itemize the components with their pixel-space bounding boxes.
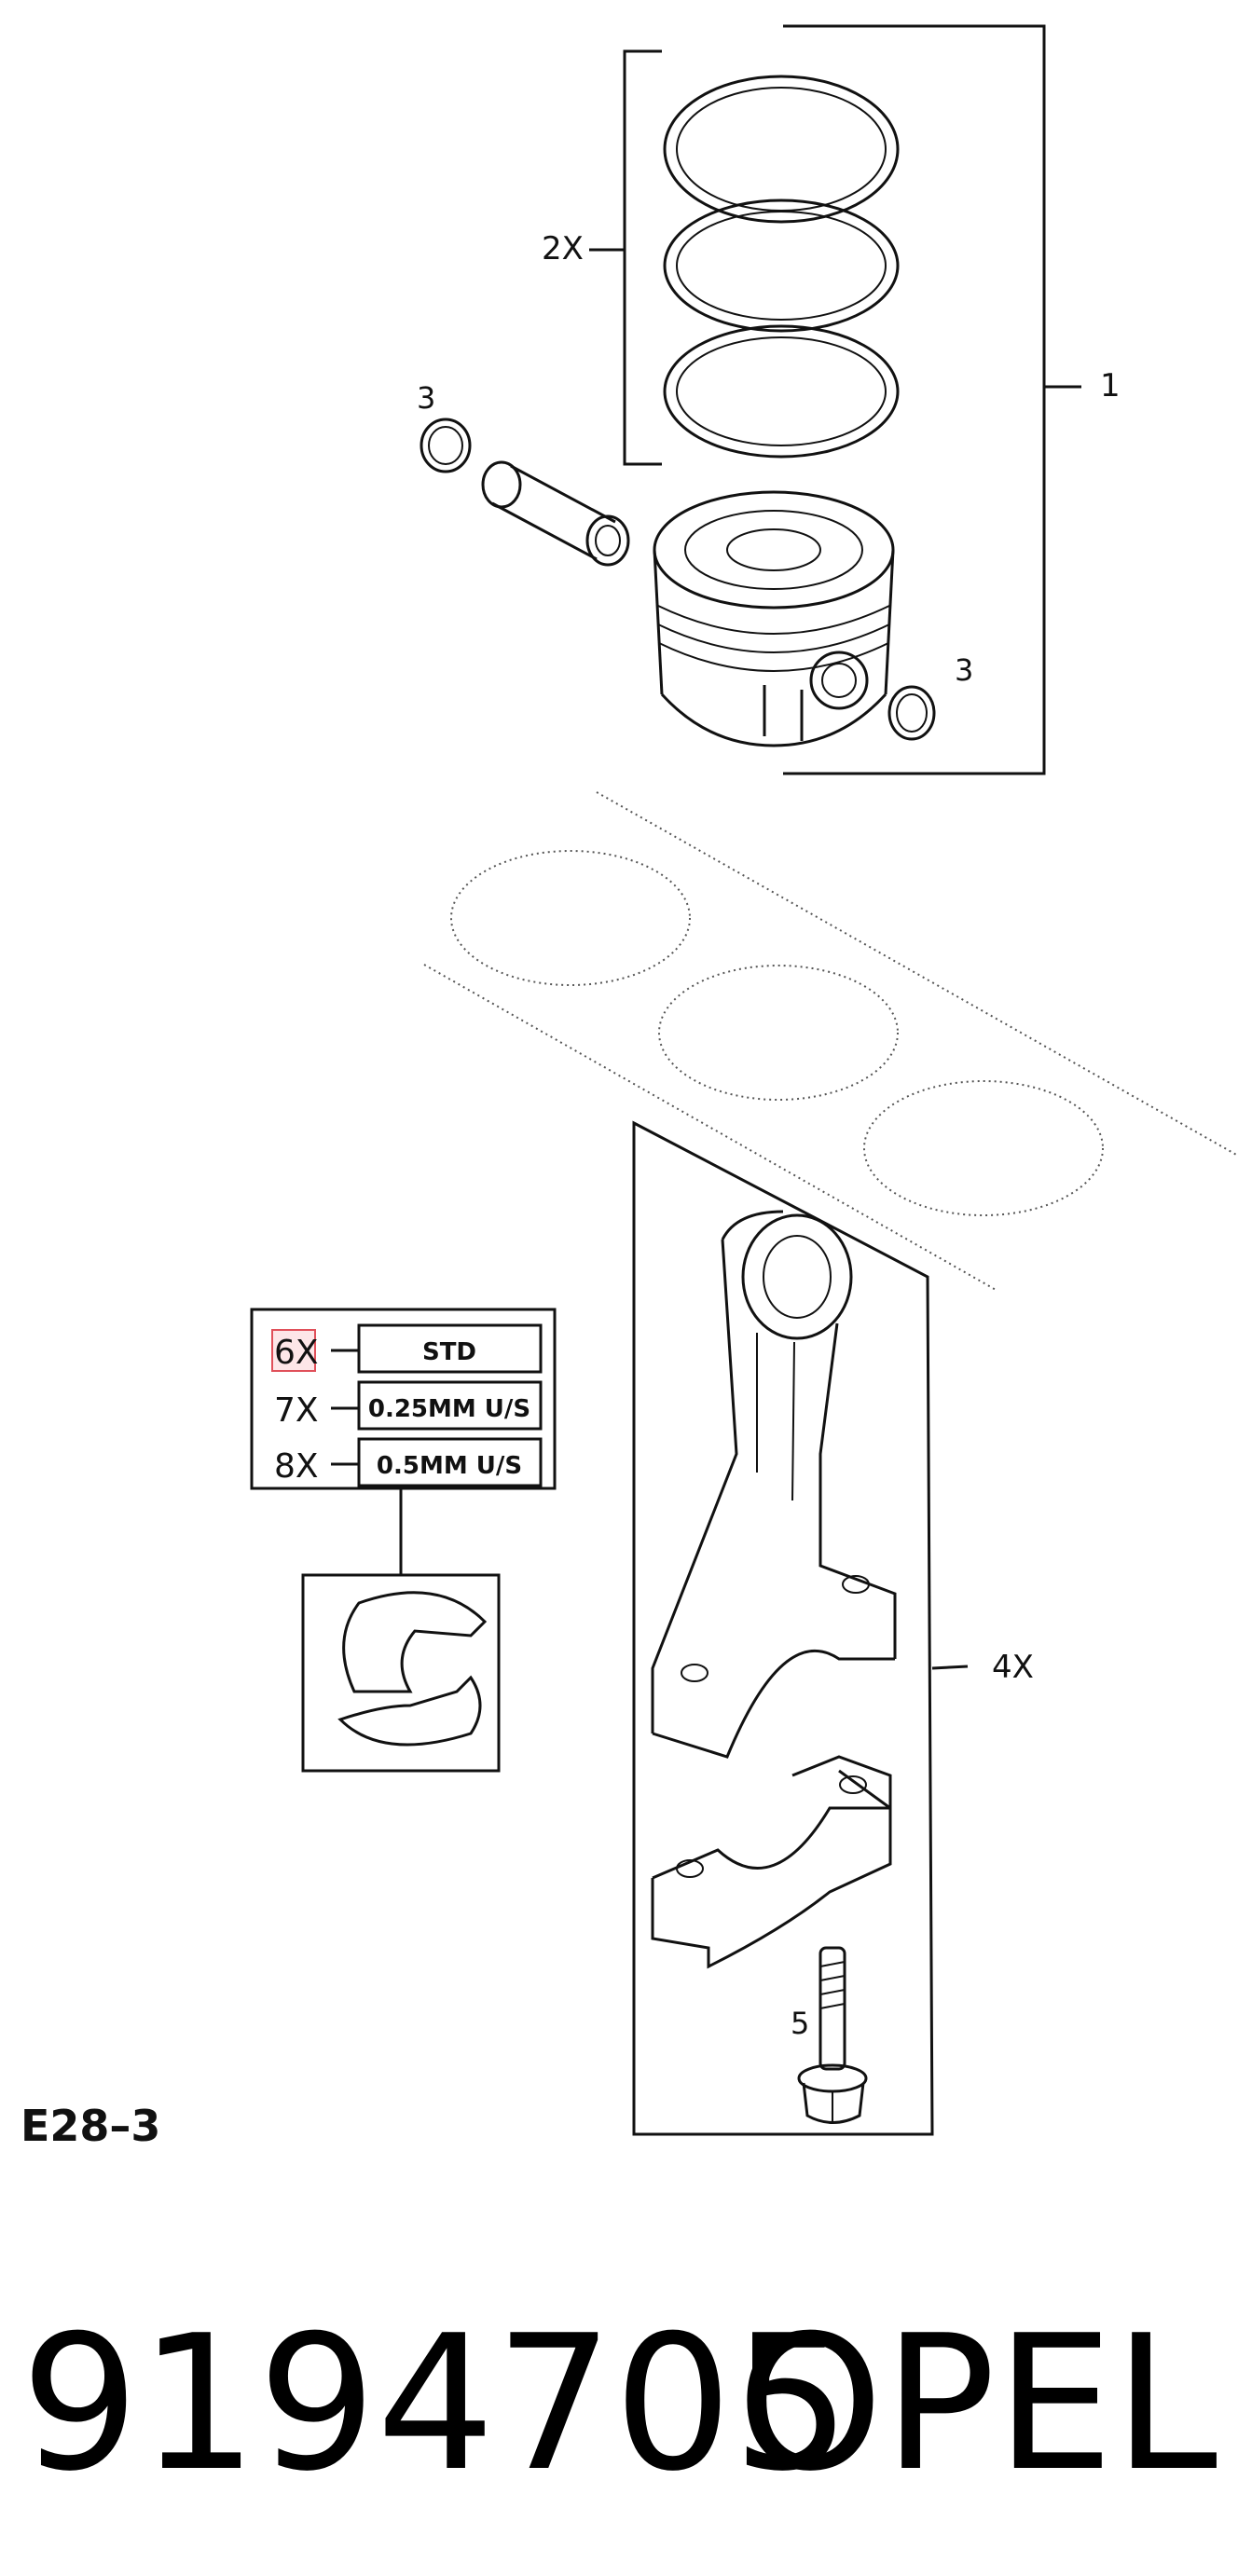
cylinder-bore-outline [423,791,1238,1292]
figure-code: E28–3 [21,2101,160,2151]
connecting-rod-cap [651,1755,892,1969]
bearing-size-025: 0.25MM U/S [368,1395,530,1423]
bearing-size-table [250,1308,557,1575]
piston-ring-oil [663,324,900,459]
piston [653,490,895,747]
part-number: 9194705 [21,2295,851,2513]
ring-set-bracket [589,49,662,466]
piston-assembly-bracket [783,24,1081,775]
piston-pin [481,460,630,567]
bearing-qty-05: 8X [274,1447,319,1486]
piston-ring-middle [663,199,900,333]
circlip-right-label: 3 [955,652,973,688]
bearing-size-05: 0.5MM U/S [377,1452,522,1480]
ring-set-qty-label: 2X [542,230,584,267]
circlip-right [887,685,936,741]
bearing-size-std: STD [422,1338,476,1366]
bearing-qty-025: 7X [274,1391,319,1430]
assembly-ref-label: 1 [1100,367,1121,404]
connecting-rod [651,1210,897,1759]
brand-name: OPEL [736,2295,1217,2513]
connecting-rod-box [632,1120,969,2136]
bearing-qty-std: 6X [274,1334,319,1372]
bearing-row-highlight [271,1329,316,1372]
bearing-shells [301,1573,501,1773]
rod-qty-label: 4X [992,1649,1034,1686]
circlip-left [420,418,472,473]
rod-bolt [797,1946,868,2124]
circlip-left-label: 3 [417,380,435,416]
bolt-ref-label: 5 [791,2006,809,2041]
